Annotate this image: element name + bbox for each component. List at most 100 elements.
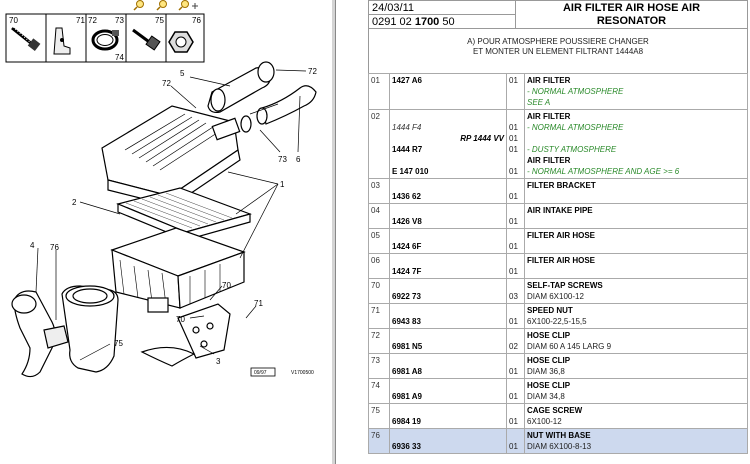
qty-line: 01 <box>509 167 518 176</box>
nut-icon <box>168 31 194 53</box>
part-reference[interactable]: 6984 19 <box>389 403 507 429</box>
header-code-bold: 1700 <box>414 15 440 28</box>
callout-6: 6 <box>296 155 301 164</box>
qty-line <box>509 86 522 97</box>
ref-line: RP 1444 VV <box>460 134 504 143</box>
desc-line: DIAM 6X100-12 <box>527 292 584 301</box>
qty-line: 01 <box>509 442 518 451</box>
zoom-in-icon[interactable] <box>133 0 144 11</box>
page-title: AIR FILTER AIR HOSE AIR RESONATOR <box>515 0 748 29</box>
qty-line: 02 <box>509 342 518 351</box>
part-reference[interactable]: 1426 V8 <box>389 203 507 229</box>
ref-line <box>392 86 504 97</box>
ref-line <box>392 405 504 416</box>
part-reference[interactable]: 6981 A8 <box>389 353 507 379</box>
desc-line: HOSE CLIP <box>527 331 571 340</box>
ref-line: 1424 7F <box>392 267 422 276</box>
ref-line <box>392 380 504 391</box>
part-quantity: 01 <box>506 178 525 204</box>
box-label-73: 73 <box>115 16 124 25</box>
diagram-scrollbar[interactable] <box>332 0 335 464</box>
qty-line: 01 <box>509 267 518 276</box>
desc-line: DIAM 6X100-8-13 <box>527 442 592 451</box>
qty-line: 01 <box>509 242 518 251</box>
part-reference[interactable]: 6922 73 <box>389 278 507 304</box>
desc-line <box>527 216 745 227</box>
part-number: 01 <box>368 73 390 110</box>
ref-line <box>392 180 504 191</box>
parts-catalog: 24/03/11 AIR FILTER AIR HOSE AIR RESONAT… <box>368 0 748 464</box>
part-reference[interactable]: 1424 7F <box>389 253 507 279</box>
qty-line: 01 <box>509 217 518 226</box>
zoom-move-icon[interactable] <box>178 0 198 11</box>
qty-line <box>509 180 522 191</box>
part-reference[interactable]: 6981 A9 <box>389 378 507 404</box>
zoom-out-icon[interactable] <box>156 0 167 11</box>
qty-line: 01 <box>509 392 518 401</box>
part-quantity: 01 <box>506 73 525 110</box>
qty-line: 01 <box>509 76 518 85</box>
filter-air-hose-drawing <box>207 61 317 125</box>
desc-line: FILTER BRACKET <box>527 181 596 190</box>
part-reference[interactable]: 1427 A6 <box>389 73 507 110</box>
desc-line: - NORMAL ATMOSPHERE <box>527 87 624 96</box>
desc-line: 6X100-22,5-15,5 <box>527 317 587 326</box>
ref-line: 1427 A6 <box>392 76 422 85</box>
part-quantity: 01 <box>506 403 525 429</box>
speed-nut-icon <box>53 27 71 55</box>
ref-line: 1424 6F <box>392 242 422 251</box>
desc-line <box>527 241 745 252</box>
part-reference[interactable]: 6943 83 <box>389 303 507 329</box>
part-reference[interactable]: 6936 33 <box>389 428 507 454</box>
part-number: 02 <box>368 109 390 179</box>
part-number: 03 <box>368 178 390 204</box>
catalog-header: 24/03/11 AIR FILTER AIR HOSE AIR RESONAT… <box>368 0 748 29</box>
desc-line: FILTER AIR HOSE <box>527 231 595 240</box>
part-quantity: 01 <box>506 203 525 229</box>
ref-line: 1426 V8 <box>392 217 422 226</box>
ref-line: 6943 83 <box>392 317 421 326</box>
part-number: 70 <box>368 278 390 304</box>
part-description: FILTER AIR HOSE <box>524 228 748 254</box>
part-reference[interactable]: 1436 62 <box>389 178 507 204</box>
hose-clip-icon <box>91 29 119 51</box>
part-reference[interactable]: 6981 N5 <box>389 328 507 354</box>
screw-icon <box>11 26 41 52</box>
parts-diagram: 70 71 72 73 74 75 76 <box>0 0 332 464</box>
ref-line <box>392 255 504 266</box>
diagram-ref-tag: V1700500 <box>291 370 314 376</box>
ref-line <box>392 111 504 122</box>
diagram-date-tag: 09/97 <box>254 370 267 376</box>
part-number: 72 <box>368 328 390 354</box>
part-quantity: 01 <box>506 378 525 404</box>
desc-line <box>527 266 745 277</box>
part-quantity: 01 <box>506 428 525 454</box>
part-reference[interactable]: 1424 6F <box>389 228 507 254</box>
ref-line <box>392 355 504 366</box>
catalog-note: A) POUR ATMOSPHERE POUSSIERE CHANGER ET … <box>368 29 748 73</box>
qty-line: 01 <box>509 417 518 426</box>
leader-lines <box>35 69 307 361</box>
part-number: 74 <box>368 378 390 404</box>
ref-line <box>392 280 504 291</box>
callout-2: 2 <box>72 198 77 207</box>
part-number: 73 <box>368 353 390 379</box>
